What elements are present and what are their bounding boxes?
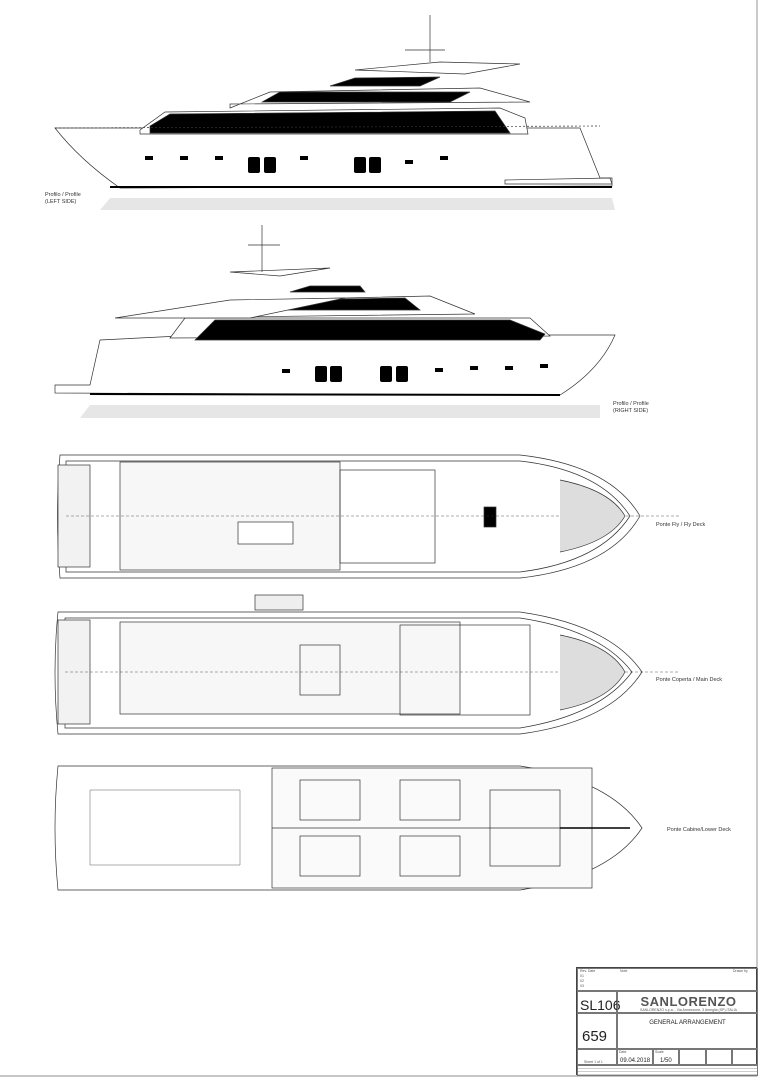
- right-profile-label: Profilo / Profile (RIGHT SIDE): [613, 401, 649, 415]
- signature-cell: [706, 1049, 732, 1065]
- left-side-profile: [54, 15, 615, 210]
- revision-number: 03: [580, 984, 584, 988]
- view-title: Profilo / Profile: [613, 401, 649, 407]
- right-side-profile: [54, 225, 616, 418]
- left-profile-label: Profilo / Profile (LEFT SIDE): [45, 192, 81, 206]
- lower-deck-plan: [54, 765, 643, 891]
- revision-table: Rev. Date Note Drawn by 01 02 03: [577, 968, 758, 991]
- main-deck-label: Ponte Coperta / Main Deck: [656, 677, 723, 683]
- brand-cell: SANLORENZO SANLORENZO s.p.a. - Via Armez…: [617, 991, 758, 1013]
- main-deck-plan: [54, 594, 680, 735]
- view-subtitle: (RIGHT SIDE): [613, 408, 649, 414]
- signature-cell: [679, 1049, 706, 1065]
- title-block: Rev. Date Note Drawn by 01 02 03 SL106 S…: [576, 967, 758, 1076]
- company-address: SANLORENZO s.p.a. - Via Armezzone, 3 Ame…: [640, 1008, 737, 1012]
- rev-date-label: Rev. Date: [580, 969, 596, 973]
- date-value: 09.04.2018: [620, 1058, 651, 1064]
- sheet-cell: Sheet 1 of 1: [577, 1049, 617, 1065]
- brand-logo: SANLORENZO: [640, 994, 737, 1009]
- model-number: SL106: [577, 991, 620, 1013]
- revision-number: 01: [580, 974, 584, 978]
- view-subtitle: (LEFT SIDE): [45, 199, 77, 205]
- scale-label: Scale: [655, 1050, 664, 1054]
- scale-value: 1/50: [660, 1058, 672, 1064]
- date-label: Date: [619, 1050, 627, 1054]
- legal-notice: [577, 1065, 758, 1076]
- view-title: Profilo / Profile: [45, 192, 81, 198]
- note-label: Note: [620, 969, 628, 973]
- hull-number: 659: [577, 1013, 617, 1049]
- date-cell: Date 09.04.2018: [617, 1049, 653, 1065]
- fly-deck-plan: [57, 454, 680, 579]
- signature-cell: [732, 1049, 758, 1065]
- scale-cell: Scale 1/50: [653, 1049, 679, 1065]
- sheet-number: Sheet 1 of 1: [584, 1060, 603, 1064]
- fly-deck-label: Ponte Fly / Fly Deck: [656, 522, 706, 528]
- lower-deck-label: Ponte Cabine/Lower Deck: [667, 827, 731, 833]
- revision-number: 02: [580, 979, 584, 983]
- drawn-by-label: Drawn by: [733, 969, 748, 973]
- drawing-title: GENERAL ARRANGEMENT: [617, 1013, 758, 1049]
